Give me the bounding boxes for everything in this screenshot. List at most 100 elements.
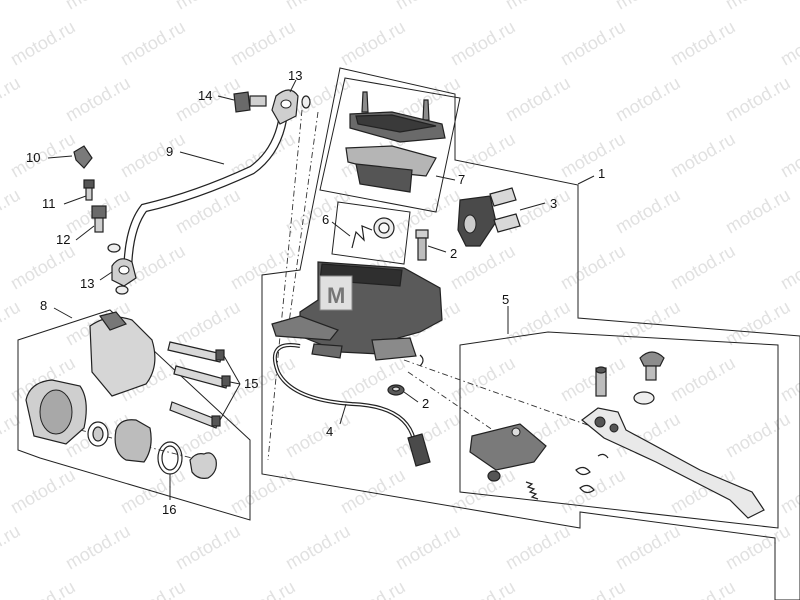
float-ring-inner bbox=[378, 222, 390, 234]
callout-3: 3 bbox=[550, 196, 557, 211]
circlip-c bbox=[597, 453, 609, 459]
watermark-text: motod.ru bbox=[7, 129, 79, 182]
logo-letter: M bbox=[327, 283, 345, 308]
watermark-text: motod.ru bbox=[7, 577, 79, 600]
washer-2-lower bbox=[387, 384, 405, 396]
watermark-text: motod.ru bbox=[502, 297, 574, 350]
master-cylinder-arm bbox=[271, 315, 339, 341]
bolt-2-upper bbox=[415, 229, 429, 261]
callout-9: 9 bbox=[166, 144, 173, 159]
watermark-text: motod.ru bbox=[227, 465, 299, 518]
washer-13-mid bbox=[107, 243, 121, 253]
clamp-screws bbox=[489, 187, 521, 233]
callout-8: 8 bbox=[40, 298, 47, 313]
watermark-text: motod.ru bbox=[282, 521, 354, 574]
watermark-text: motod.ru bbox=[612, 297, 684, 350]
callout-10: 10 bbox=[26, 150, 40, 165]
watermark-text: motod.ru bbox=[0, 0, 24, 13]
hose-banjo-top-hole bbox=[280, 99, 292, 109]
watermark-text: motod.ru bbox=[7, 17, 79, 70]
watermark-text: motod.ru bbox=[172, 521, 244, 574]
watermark-text: motod.ru bbox=[117, 17, 189, 70]
watermark-text: motod.ru bbox=[612, 185, 684, 238]
callout-13-top: 13 bbox=[288, 68, 302, 83]
slave-body-bore bbox=[39, 389, 73, 435]
watermark-text: motod.ru bbox=[447, 241, 519, 294]
watermark-text: motod.ru bbox=[557, 129, 629, 182]
leader-lines bbox=[47, 79, 595, 500]
watermark-text: motod.ru bbox=[722, 185, 794, 238]
watermark-text: motod.ru bbox=[282, 185, 354, 238]
watermark-text: motod.ru bbox=[62, 73, 134, 126]
watermark-text: motod.ru bbox=[667, 577, 739, 600]
watermark-text: motod.ru bbox=[722, 0, 794, 13]
watermark-text: motod.ru bbox=[612, 0, 684, 13]
watermark-text: motod.ru bbox=[227, 17, 299, 70]
callout-2-upper: 2 bbox=[450, 246, 457, 261]
callout-15: 15 bbox=[244, 376, 258, 391]
watermark-text: motod.ru bbox=[172, 0, 244, 13]
watermark-text: motod.ru bbox=[7, 241, 79, 294]
watermark-text: motod.ru bbox=[557, 17, 629, 70]
callout-7: 7 bbox=[458, 172, 465, 187]
callout-13-bottom: 13 bbox=[80, 276, 94, 291]
switch-wire-core bbox=[274, 344, 415, 441]
watermark-text: motod.ru bbox=[172, 297, 244, 350]
watermark-text: motod.ru bbox=[667, 17, 739, 70]
master-cylinder-pivot bbox=[371, 337, 417, 361]
watermark-text: motod.ru bbox=[777, 241, 800, 294]
circlip-b bbox=[579, 484, 595, 494]
watermark-text: motod.ru bbox=[337, 577, 409, 600]
watermark-text: motod.ru bbox=[227, 577, 299, 600]
watermark-text: motod.ru bbox=[722, 297, 794, 350]
fitting-11 bbox=[83, 179, 95, 201]
lever-hole-1 bbox=[594, 416, 606, 428]
slave-oring-16-inner bbox=[161, 445, 179, 471]
watermark-text: motod.ru bbox=[612, 73, 684, 126]
brake-lever bbox=[581, 407, 765, 519]
watermark-text: motod.ru bbox=[282, 0, 354, 13]
clamp-hole bbox=[463, 214, 477, 234]
reservoir-cap-top bbox=[355, 114, 437, 133]
logo-mark bbox=[319, 275, 353, 311]
callout-16: 16 bbox=[162, 502, 176, 517]
lever-adjuster-block bbox=[469, 423, 547, 471]
hose-banjo-bottom-hole bbox=[118, 265, 130, 275]
switch-tab bbox=[311, 343, 343, 359]
watermark-text: motod.ru bbox=[0, 73, 24, 126]
slave-seal-inner bbox=[92, 426, 104, 442]
watermark-text: motod.ru bbox=[667, 241, 739, 294]
adjuster-spring bbox=[525, 481, 539, 500]
watermark-text: motod.ru bbox=[0, 409, 24, 462]
watermark-text: motod.ru bbox=[227, 241, 299, 294]
washer-13-bottom bbox=[115, 285, 129, 295]
slave-piston bbox=[114, 419, 152, 463]
slave-spring bbox=[189, 452, 217, 479]
watermark-text: motod.ru bbox=[282, 409, 354, 462]
lever-kit-outline-5 bbox=[459, 331, 779, 529]
small-oring bbox=[419, 354, 424, 367]
callout-4: 4 bbox=[326, 424, 333, 439]
diaphragm-plate bbox=[345, 145, 437, 177]
slave-housing-top bbox=[98, 311, 128, 331]
spring-clip bbox=[351, 225, 373, 249]
reservoir-outline-7 bbox=[319, 77, 461, 213]
callout-14: 14 bbox=[198, 88, 212, 103]
pivot-pin bbox=[595, 366, 607, 397]
watermark-text: motod.ru bbox=[447, 17, 519, 70]
watermark-text: motod.ru bbox=[502, 521, 574, 574]
watermark-text: motod.ru bbox=[557, 241, 629, 294]
watermark-text: motod.ru bbox=[777, 465, 800, 518]
watermark-text: motod.ru bbox=[777, 17, 800, 70]
fitting-12 bbox=[91, 205, 107, 233]
callout-1: 1 bbox=[598, 166, 605, 181]
watermark-text: motod.ru bbox=[117, 577, 189, 600]
banjo-bolt-14 bbox=[233, 91, 267, 113]
reservoir-cap-screws bbox=[361, 91, 430, 121]
watermark-text: motod.ru bbox=[62, 521, 134, 574]
pivot-washer bbox=[633, 391, 655, 405]
watermark-text: motod.ru bbox=[337, 465, 409, 518]
assembly-outline-1 bbox=[261, 67, 800, 600]
diaphragm-box-6 bbox=[331, 201, 411, 265]
